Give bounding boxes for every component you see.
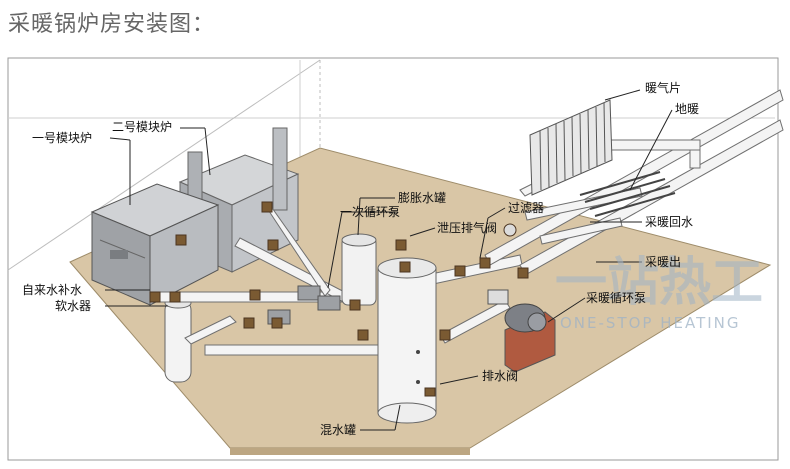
circulation-pump bbox=[487, 289, 556, 373]
floor-edge bbox=[230, 448, 470, 455]
mixing-tank bbox=[377, 257, 437, 424]
label-supply-out: 采暖出 bbox=[645, 255, 681, 269]
label-water-inlet: 自来水补水 bbox=[22, 283, 82, 297]
watermark-cn: 一站热工 bbox=[555, 253, 763, 313]
label-softener: 软水器 bbox=[55, 299, 91, 313]
watermark-en: ONE-STOP HEATING bbox=[560, 314, 741, 332]
label-filter: 过滤器 bbox=[508, 201, 544, 215]
label-boiler-1: 一号模块炉 bbox=[32, 131, 92, 145]
valves bbox=[149, 201, 529, 397]
label-drain-valve: 排水阀 bbox=[482, 369, 518, 383]
label-floor-heating: 地暖 bbox=[675, 102, 699, 116]
floor-heating-coils bbox=[579, 171, 676, 217]
label-radiator: 暖气片 bbox=[645, 80, 681, 95]
pipe-network bbox=[149, 89, 784, 356]
label-circ-pump: 采暖循环泵 bbox=[586, 291, 646, 305]
label-mixing-tank: 混水罐 bbox=[320, 423, 356, 437]
label-return-water: 采暖回水 bbox=[645, 215, 693, 229]
label-relief-vent: 泄压排气阀 bbox=[437, 220, 497, 235]
expansion-tank bbox=[341, 233, 377, 306]
label-primary-pump: 一次循环泵 bbox=[340, 205, 400, 219]
label-expansion-tank: 膨胀水罐 bbox=[398, 191, 446, 205]
page-title: 采暖锅炉房安装图： bbox=[8, 12, 216, 37]
leader-lines bbox=[105, 89, 673, 431]
boiler-1 bbox=[90, 183, 220, 306]
radiator bbox=[529, 99, 613, 196]
label-boiler-2: 二号模块炉 bbox=[112, 120, 172, 134]
